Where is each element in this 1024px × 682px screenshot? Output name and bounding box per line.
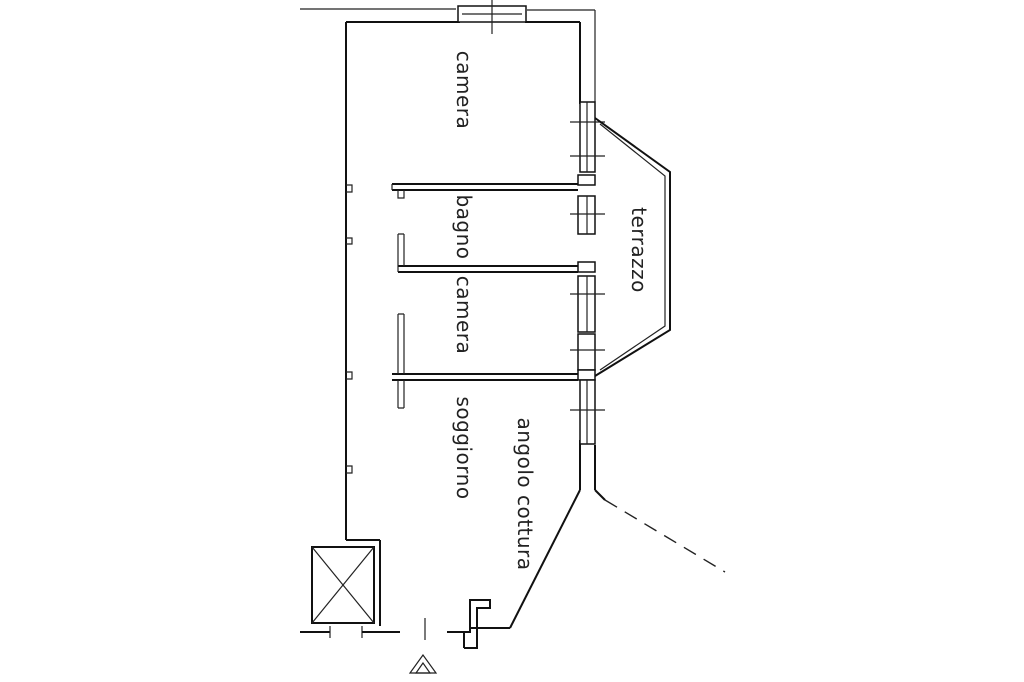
room-label-camera-mid: camera: [452, 276, 476, 355]
interior-walls: [391, 183, 578, 409]
exterior-walls: [300, 8, 726, 629]
top-window: [457, 0, 527, 34]
entrance: [424, 599, 491, 649]
room-label-bagno: bagno: [452, 194, 476, 259]
terrace: [594, 117, 671, 377]
facade-windows: [570, 101, 605, 445]
room-label-angolo-cottura: angolo cottura: [513, 417, 537, 570]
stair-shaft: [300, 540, 400, 638]
room-label-camera-top: camera: [452, 51, 476, 130]
room-label-terrazzo: terrazzo: [627, 207, 651, 293]
room-label-soggiorno: soggiorno: [452, 396, 476, 499]
entrance-arrow-icon: [408, 653, 438, 674]
